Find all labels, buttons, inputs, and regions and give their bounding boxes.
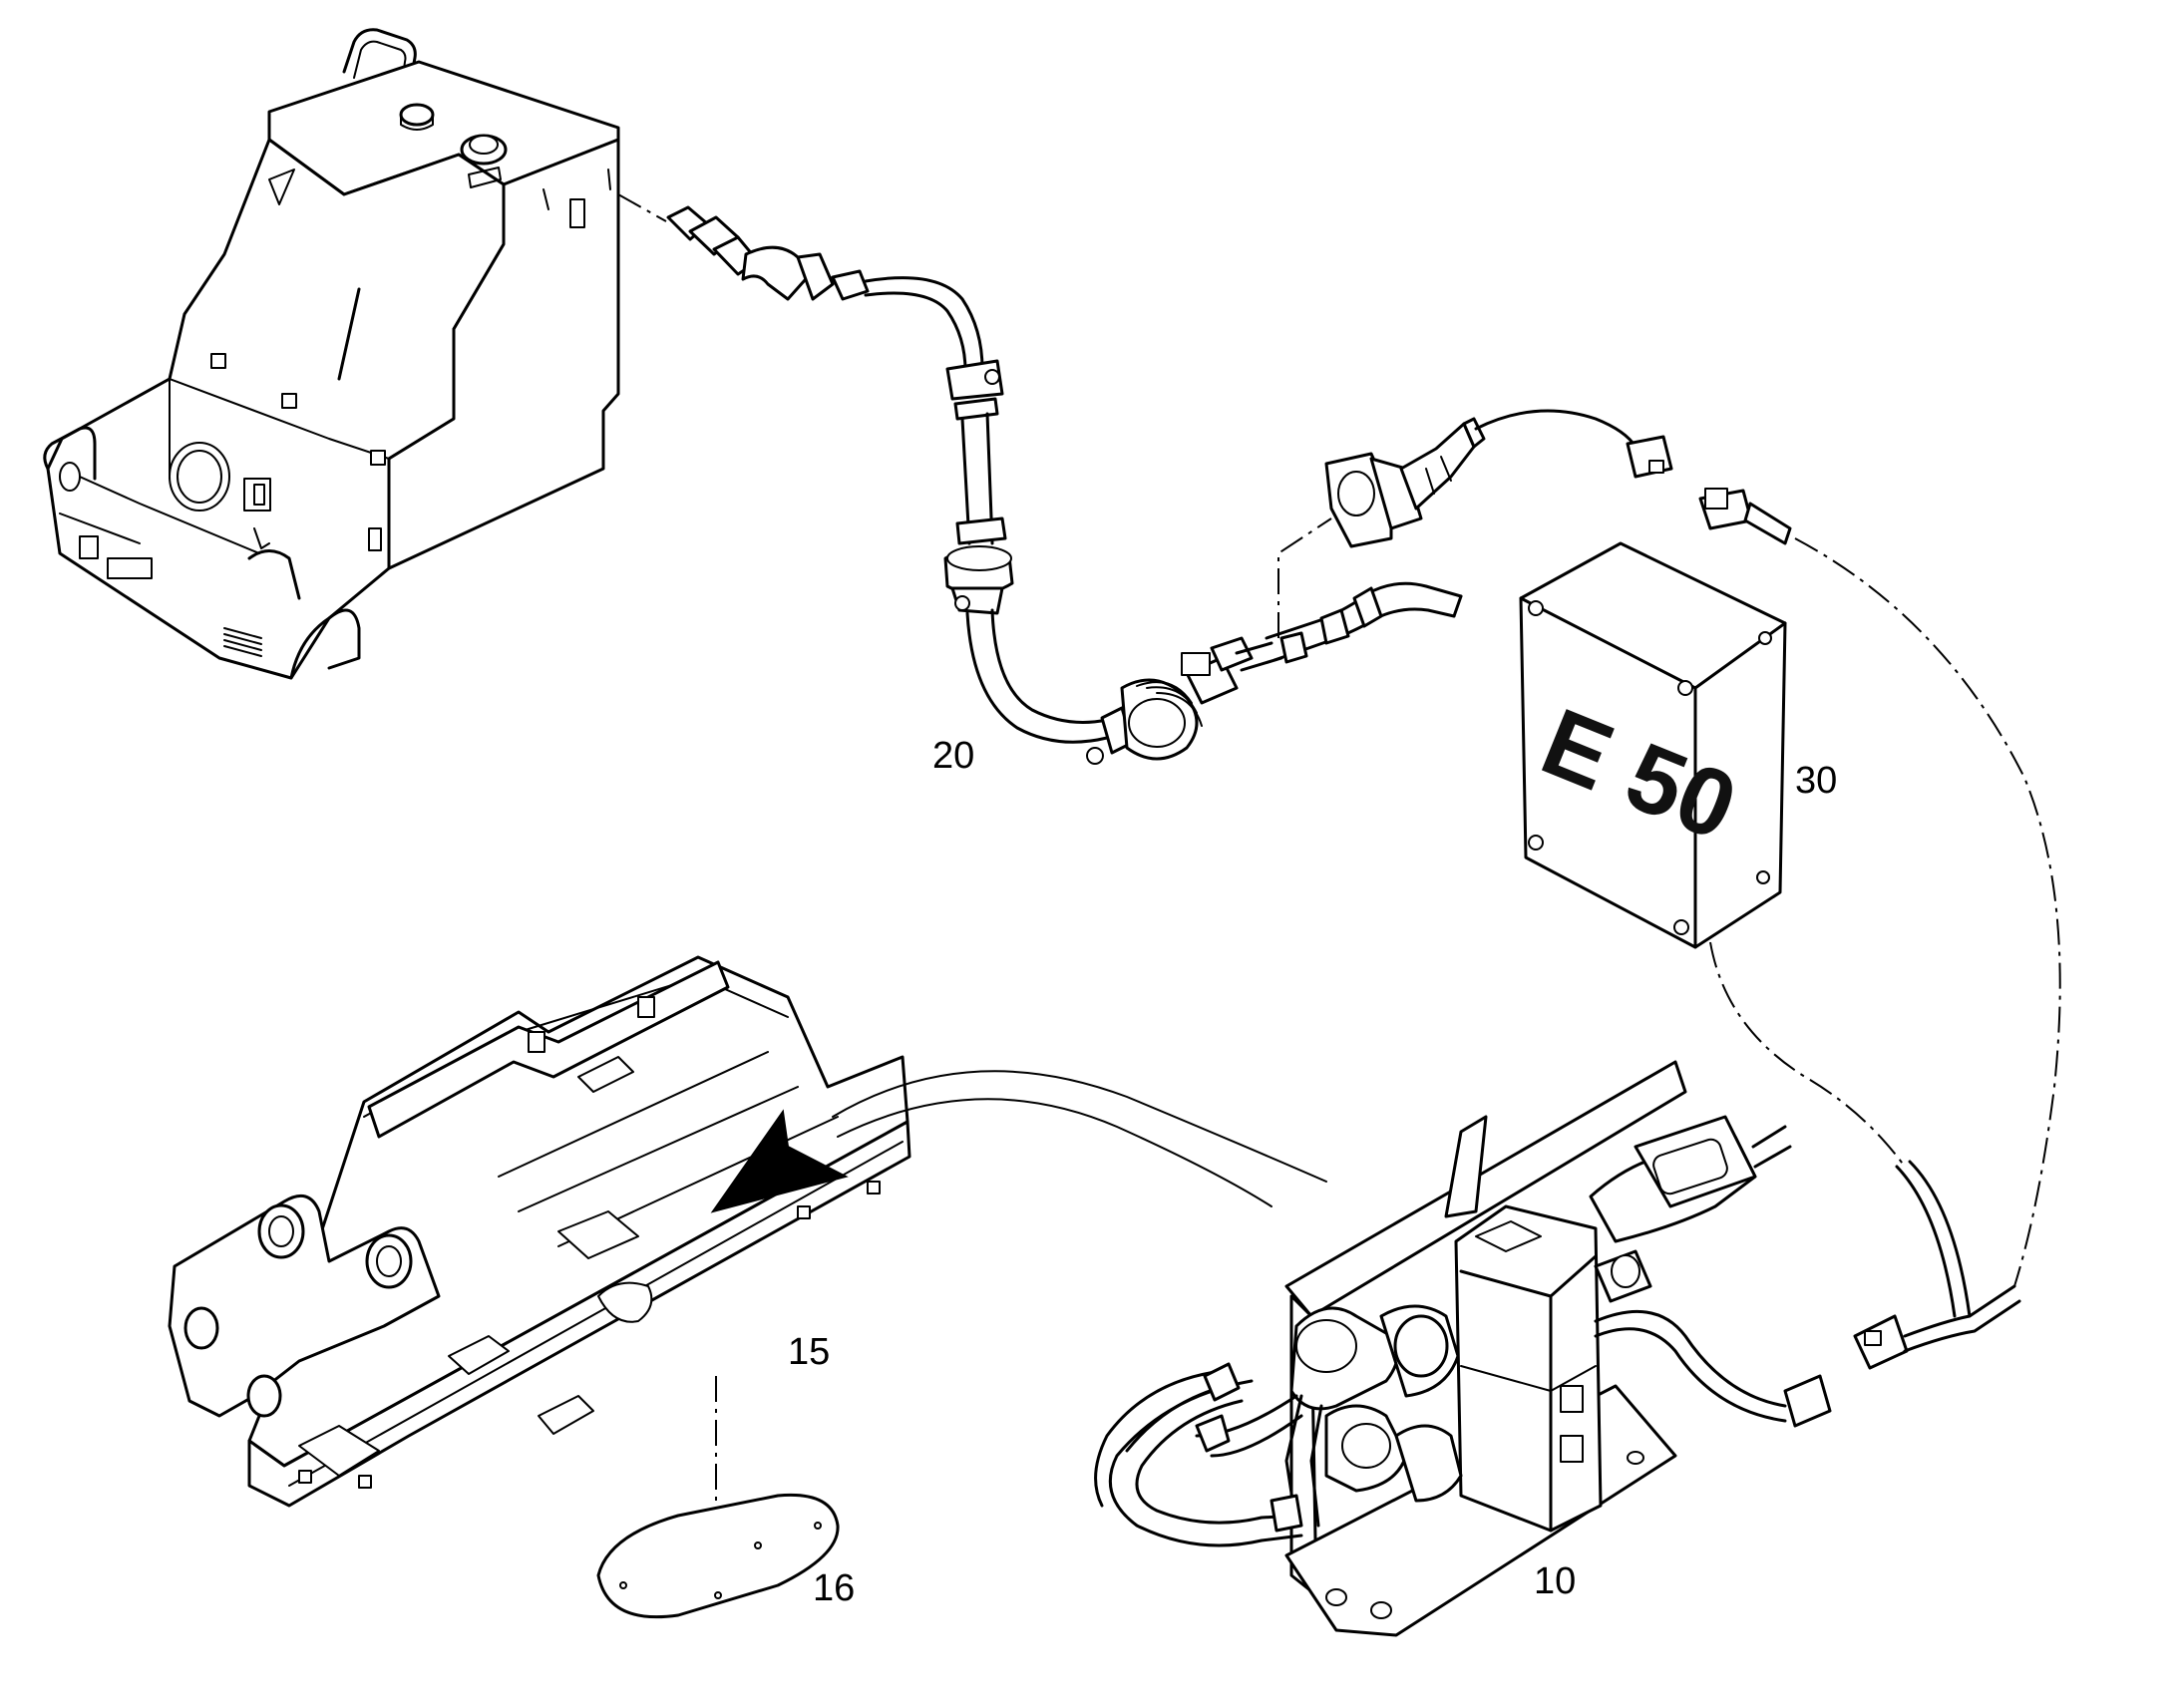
cover-plate xyxy=(596,1493,840,1619)
callout-frame: 15 xyxy=(788,1331,830,1373)
control-box: E 50 xyxy=(1519,488,1792,949)
callout-control-box: 30 xyxy=(1795,760,1837,802)
fuel-line-assembly xyxy=(666,205,1673,765)
callout-heater-unit: 10 xyxy=(1534,1560,1576,1602)
callout-fuel-line: 20 xyxy=(932,735,974,777)
frame-to-heater-arc xyxy=(832,1070,1327,1183)
control-box-lower-leader xyxy=(1709,941,1906,1168)
heater-unit xyxy=(1094,1060,2021,1637)
tank-to-fuel-line-leader xyxy=(617,193,667,222)
fuel-tank-housing xyxy=(43,28,620,680)
machine-frame xyxy=(168,955,911,1508)
callout-cover-plate: 16 xyxy=(813,1567,855,1609)
control-box-harness-leader xyxy=(1794,537,2061,1287)
